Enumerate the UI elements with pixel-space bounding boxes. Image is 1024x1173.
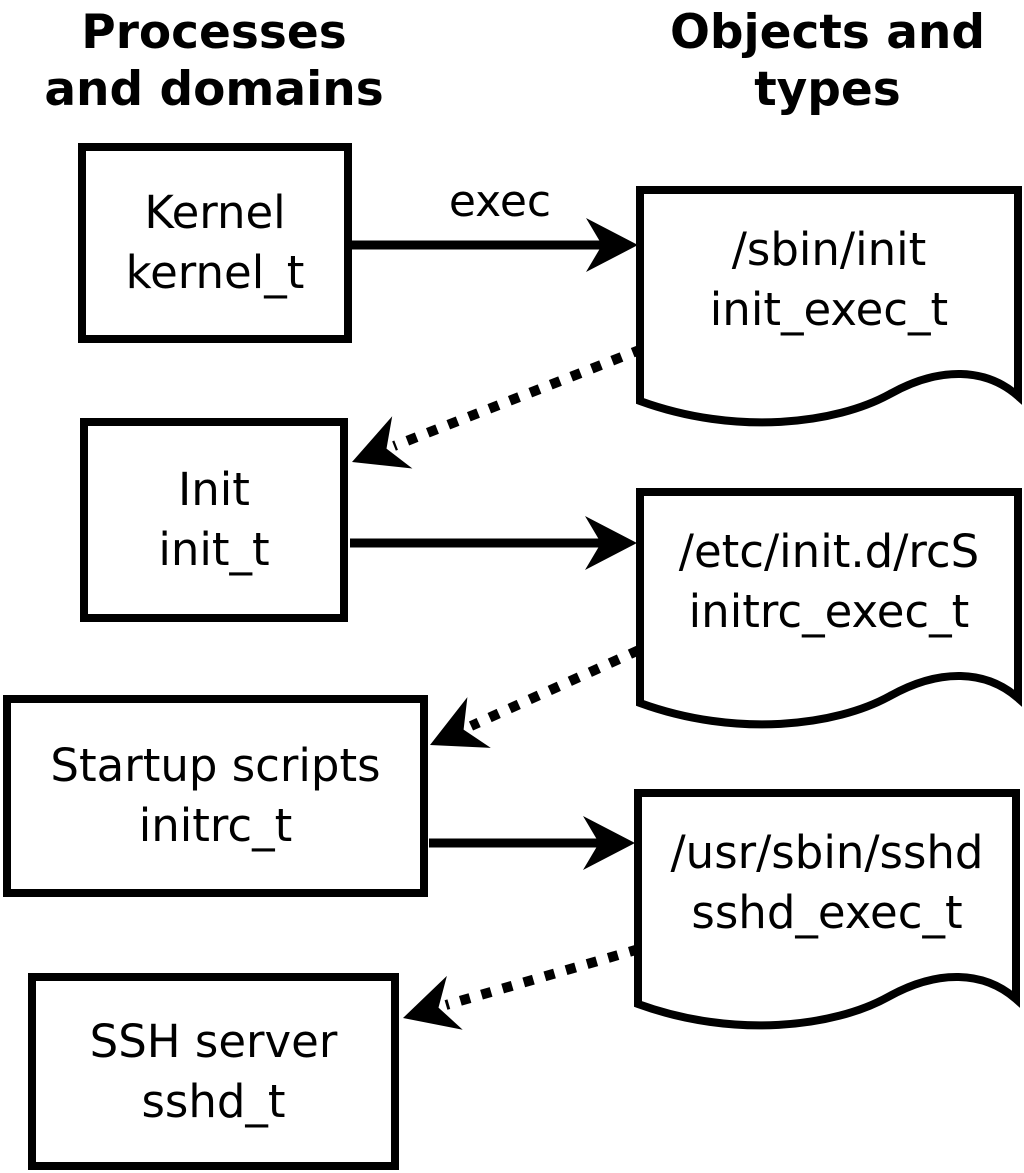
process-label: SSH server [89,1014,338,1068]
process-domain-type: init_t [158,523,270,576]
process-box-startup-scripts: Startup scripts initrc_t [3,695,428,897]
dotted-arrow-initrc-exec-to-initrc [430,645,642,748]
process-box-ssh-server: SSH server sshd_t [28,973,399,1170]
object-type: init_exec_t [709,283,949,336]
dotted-arrow-line [444,944,641,1010]
column-header-processes: Processes and domains [44,5,384,117]
arrowhead-icon [583,816,635,870]
object-label-usr-sbin-sshd: /usr/sbin/sshd sshd_exec_t [638,801,1016,965]
solid-arrow-init-to-initrc-exec [350,516,637,570]
process-box-init: Init init_t [80,418,348,622]
object-type: sshd_exec_t [691,886,963,939]
object-label-etc-initd-rcs: /etc/init.d/rcS initrc_exec_t [640,500,1018,664]
arrowhead-icon [403,975,463,1030]
arrowhead-icon [352,416,413,469]
dotted-arrow-line [392,344,644,451]
object-type: initrc_exec_t [688,585,970,638]
process-label: Kernel [144,186,286,239]
process-label: Startup scripts [50,739,381,792]
object-path: /etc/init.d/rcS [678,525,980,578]
solid-arrow-initrc-to-sshd-exec [429,816,635,870]
process-box-kernel: Kernel kernel_t [78,143,352,343]
object-label-sbin-init: /sbin/init init_exec_t [640,198,1018,362]
arrowhead-icon [585,516,637,570]
process-domain-type: initrc_t [138,799,293,852]
object-path: /usr/sbin/sshd [670,826,984,879]
arrowhead-icon [586,218,638,272]
process-domain-type: kernel_t [125,246,305,299]
process-label: Init [178,463,250,516]
dotted-arrow-init-exec-to-init [352,344,644,469]
dotted-arrow-line [468,645,642,731]
column-header-objects: Objects and types [669,5,986,117]
process-domain-type: sshd_t [141,1074,286,1128]
dotted-arrow-sshd-exec-to-sshd [403,944,641,1030]
arrowhead-icon [430,697,491,748]
exec-arrow-label: exec [448,176,552,227]
object-path: /sbin/init [731,223,927,276]
solid-arrow-kernel-to-init-exec [352,218,638,272]
